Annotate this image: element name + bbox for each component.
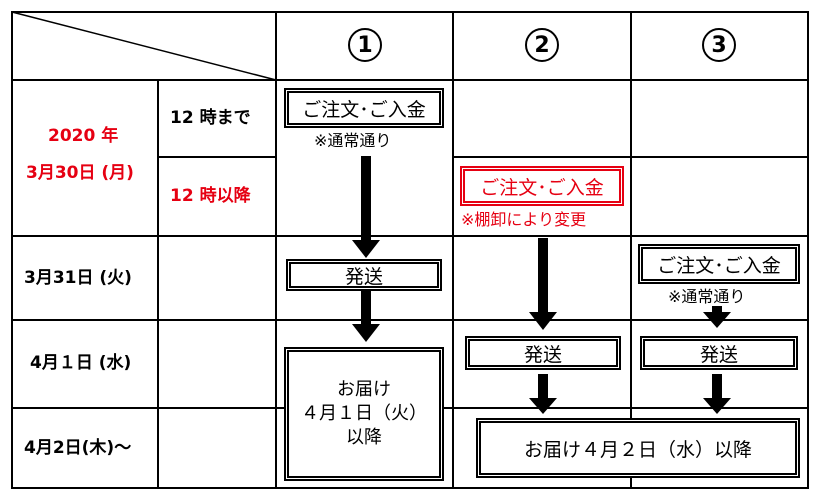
shared-delivery-label: お届け４月２日（水）以降 xyxy=(523,438,752,461)
col1-order-note: ※通常通り xyxy=(314,131,392,150)
column-header-2: 2 xyxy=(525,28,559,62)
col1-order-box: ご注文･ご入金 xyxy=(284,88,444,128)
col2-ship-box: 発送 xyxy=(465,336,621,370)
column-header-1-text: 1 xyxy=(357,32,373,58)
row-label-year: 2020 年 xyxy=(48,126,119,146)
col1-delivery-line3: 以降 xyxy=(346,427,382,449)
col3-ship-label: 発送 xyxy=(699,343,738,366)
col3-ship-box: 発送 xyxy=(640,336,798,370)
col2-order-box: ご注文･ご入金 xyxy=(460,166,624,206)
col3-order-label: ご注文･ご入金 xyxy=(657,254,781,277)
col3-order-note: ※通常通り xyxy=(668,287,746,306)
column-header-1: 1 xyxy=(348,28,382,62)
col2-order-label: ご注文･ご入金 xyxy=(480,176,604,199)
col3-order-box: ご注文･ご入金 xyxy=(638,244,800,284)
row-label-mar31: 3月31日 (火) xyxy=(24,268,132,288)
row-label-mar30: 3月30日 (月) xyxy=(26,163,134,183)
shared-delivery-box: お届け４月２日（水）以降 xyxy=(476,418,800,478)
col1-order-label: ご注文･ご入金 xyxy=(302,98,426,121)
col2-ship-label: 発送 xyxy=(523,343,562,366)
col1-delivery-line2: ４月１日（火） xyxy=(301,402,427,424)
col1-delivery-box: お届け ４月１日（火） 以降 xyxy=(284,347,444,481)
col1-ship-label: 発送 xyxy=(344,265,383,288)
column-header-3: 3 xyxy=(702,28,736,62)
row-label-apr2: 4月2日(木)～ xyxy=(24,438,132,458)
col1-ship-box: 発送 xyxy=(286,259,442,291)
row-label-apr1: 4月１日 (水) xyxy=(30,353,132,373)
col2-order-note: ※棚卸により変更 xyxy=(461,210,587,229)
col1-delivery-line1: お届け xyxy=(337,378,391,400)
column-header-2-text: 2 xyxy=(534,32,550,58)
row-label-before-12: 12 時まで xyxy=(170,108,251,128)
column-header-3-text: 3 xyxy=(711,32,727,58)
row-label-after-12: 12 時以降 xyxy=(170,186,251,206)
